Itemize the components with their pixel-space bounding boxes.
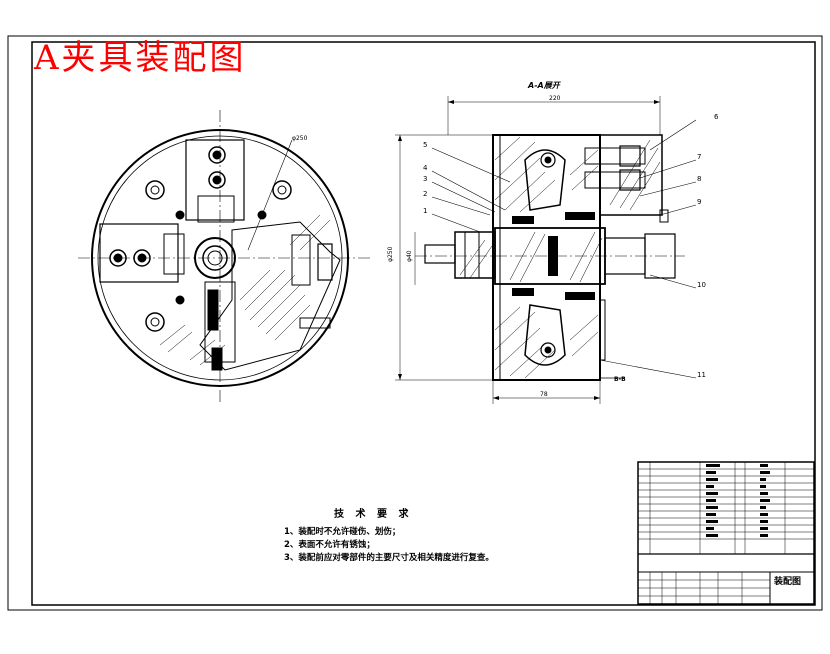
callout-4: 4 bbox=[423, 164, 428, 172]
front-view: φ250 bbox=[78, 110, 372, 402]
callout-10: 10 bbox=[697, 281, 706, 289]
tech-note-item: 1、装配时不允许碰伤、划伤； bbox=[284, 527, 401, 537]
chuck-diameter-label: φ250 bbox=[292, 135, 308, 142]
callout-11: 11 bbox=[697, 371, 706, 379]
title-block bbox=[637, 461, 815, 605]
callout-3: 3 bbox=[423, 175, 428, 183]
inner-border bbox=[31, 41, 816, 606]
callout-6: 6 bbox=[714, 113, 719, 121]
section-view: 220 78 φ250 φ40 bbox=[387, 95, 697, 404]
technical-requirements-list: 1、装配时不允许碰伤、划伤； 2、表面不允许有锈蚀； 3、装配前应对零部件的主要… bbox=[284, 526, 494, 565]
outer-border bbox=[7, 35, 823, 611]
callout-7: 7 bbox=[697, 153, 702, 161]
title-block-drawing-name: 装配图 bbox=[774, 577, 802, 587]
callout-9: 9 bbox=[697, 198, 702, 206]
overall-width-dim: 220 bbox=[549, 95, 561, 102]
hub-width-dim: 78 bbox=[540, 391, 548, 398]
callout-5: 5 bbox=[423, 141, 428, 149]
tech-note-item: 3、装配前应对零部件的主要尺寸及相关精度进行复查。 bbox=[284, 553, 494, 563]
drawing-title-stamp: A夹具装配图 bbox=[34, 38, 247, 78]
tech-note-item: 2、表面不允许有锈蚀； bbox=[284, 540, 375, 550]
bb-view-label: B-B bbox=[614, 376, 626, 383]
callout-8: 8 bbox=[697, 175, 702, 183]
callout-2: 2 bbox=[423, 190, 428, 198]
bore-dim: φ40 bbox=[406, 250, 413, 262]
section-view-title: A-A展开 bbox=[528, 81, 560, 90]
height-dim: φ250 bbox=[387, 246, 394, 262]
callout-1: 1 bbox=[423, 207, 428, 215]
technical-requirements-heading: 技 术 要 求 bbox=[334, 509, 413, 520]
